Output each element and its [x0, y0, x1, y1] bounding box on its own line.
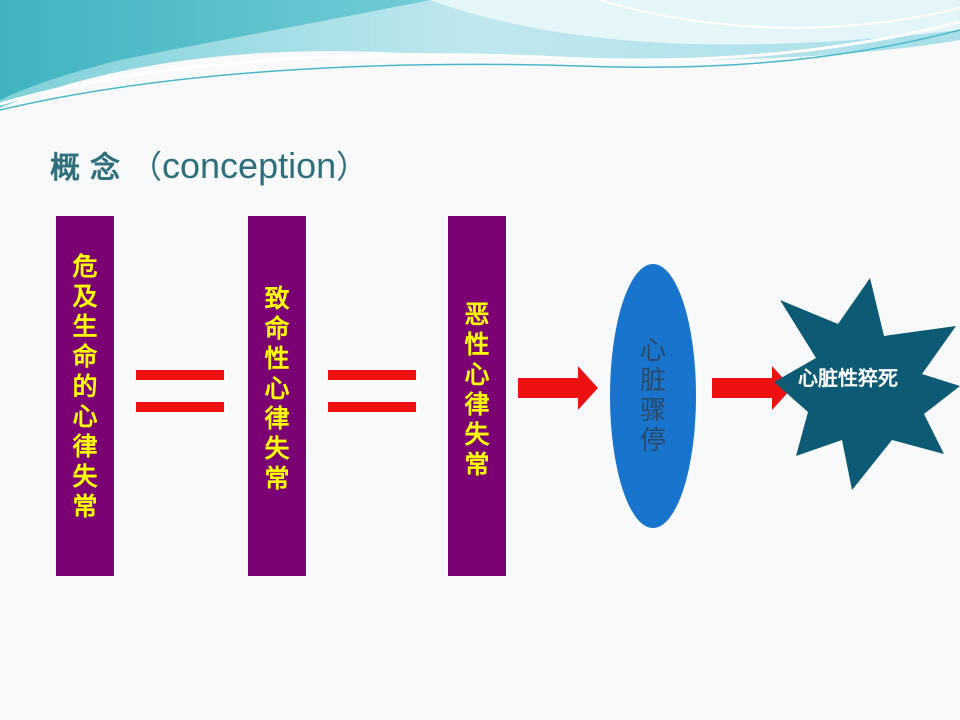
title-english: conception — [162, 145, 337, 186]
burst-label: 心脏性猝死 — [798, 366, 898, 390]
column-label: 恶性心律失常 — [464, 300, 490, 479]
column-label: 致命性心律失常 — [264, 284, 290, 493]
title-open-paren: （ — [130, 148, 163, 186]
right-arrow-icon — [712, 366, 792, 410]
title-chinese: 概念 — [50, 151, 130, 186]
equals-bar-bottom — [328, 402, 416, 412]
equals-bar-bottom — [136, 402, 224, 412]
right-arrow-icon — [518, 366, 598, 410]
column-malignant-arrhythmia: 恶性心律失常 — [448, 216, 506, 576]
slide-title: 概念 （ conception ） — [50, 142, 368, 192]
cardiac-arrest-ellipse: 心脏骤停 — [610, 264, 696, 528]
ellipse-label: 心脏骤停 — [639, 336, 666, 456]
wave-banner — [0, 0, 960, 111]
column-fatal-arrhythmia: 致命性心律失常 — [248, 216, 306, 576]
title-close-paren: ） — [336, 148, 369, 186]
column-life-threatening-arrhythmia: 危及生命的心律失常 — [56, 216, 114, 576]
sudden-cardiac-death-starburst — [774, 278, 960, 490]
equals-bar-top — [136, 370, 224, 380]
equals-bar-top — [328, 370, 416, 380]
column-label: 危及生命的心律失常 — [72, 252, 98, 521]
